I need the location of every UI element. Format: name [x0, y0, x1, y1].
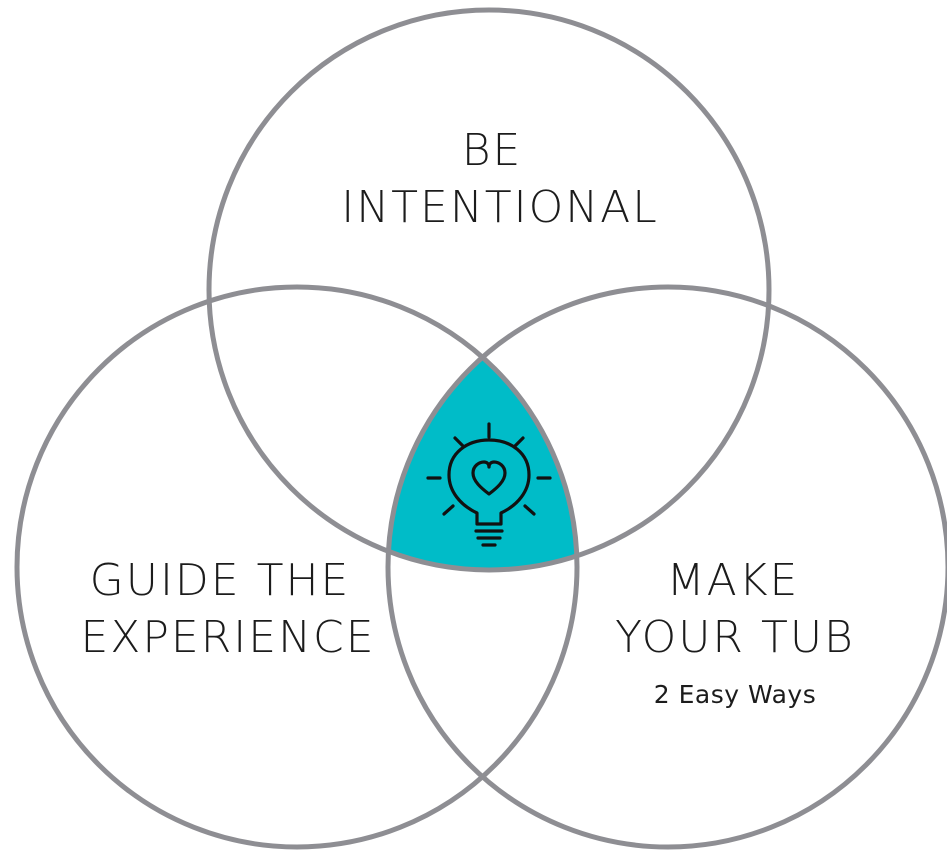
left-label-line-1: GUIDE THE — [90, 555, 351, 606]
circle-be-intentional — [206, 7, 772, 573]
top-label-line-1: BE — [462, 125, 523, 176]
right-label-line-2: YOUR TUB — [615, 612, 855, 663]
top-label-line-2: INTENTIONAL — [341, 182, 659, 233]
lightbulb-heart-icon — [426, 422, 552, 547]
left-label-line-2: EXPERIENCE — [80, 612, 375, 663]
circle-make-your-tub — [385, 284, 947, 850]
circle-guide-the-experience — [14, 284, 580, 850]
right-label-line-1: MAKE — [667, 555, 800, 606]
center-intersection — [388, 287, 577, 570]
right-sub-label: 2 Easy Ways — [654, 680, 817, 709]
